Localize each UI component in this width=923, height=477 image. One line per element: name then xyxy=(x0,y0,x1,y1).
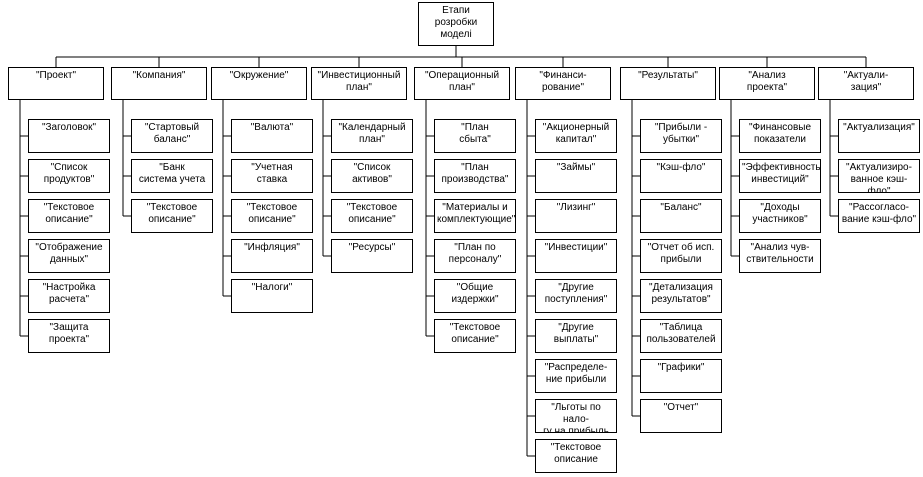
item-node: "Лизинг" xyxy=(535,199,617,233)
column-header: "Окружение" xyxy=(211,67,307,100)
item-node: "Общие издержки" xyxy=(434,279,516,313)
item-node: "Текстовое описание" xyxy=(231,199,313,233)
item-node: "Акционерный капитал" xyxy=(535,119,617,153)
item-node: "Другие выплаты" xyxy=(535,319,617,353)
item-node: "Инфляция" xyxy=(231,239,313,273)
item-node: "Защита проекта" xyxy=(28,319,110,353)
item-node: "Стартовый баланс" xyxy=(131,119,213,153)
item-node: "Другие поступления" xyxy=(535,279,617,313)
item-node: "Эффективность инвестиций" xyxy=(739,159,821,193)
item-node: "Графики" xyxy=(640,359,722,393)
item-node: "Детализация результатов" xyxy=(640,279,722,313)
item-node: "Инвестиции" xyxy=(535,239,617,273)
column-header: "Финанси- рование" xyxy=(515,67,611,100)
item-node: "Кэш-фло" xyxy=(640,159,722,193)
item-node: "Таблица пользователей xyxy=(640,319,722,353)
item-node: "Льготы по нало- гу на прибыль xyxy=(535,399,617,433)
item-node: "Текстовое описание" xyxy=(331,199,413,233)
item-node: "Актуализиро- ванное кэш-фло" xyxy=(838,159,920,193)
item-node: "Прибыли - убытки" xyxy=(640,119,722,153)
item-node: "Анализ чув- ствительности xyxy=(739,239,821,273)
item-node: "Текстовое описание" xyxy=(131,199,213,233)
item-node: "Текстовое описание" xyxy=(28,199,110,233)
item-node: "Календарный план" xyxy=(331,119,413,153)
item-node: "Отчет" xyxy=(640,399,722,433)
item-node: "Настройка расчета" xyxy=(28,279,110,313)
item-node: "Учетная ставка xyxy=(231,159,313,193)
item-node: "Рассогласо- вание кэш-фло" xyxy=(838,199,920,233)
column-header: "Компания" xyxy=(111,67,207,100)
item-node: "План сбыта" xyxy=(434,119,516,153)
item-node: "Отображение данных" xyxy=(28,239,110,273)
item-node: "Налоги" xyxy=(231,279,313,313)
item-node: "План по персоналу" xyxy=(434,239,516,273)
item-node: "Текстовое описание xyxy=(535,439,617,473)
item-node: "Финансовые показатели xyxy=(739,119,821,153)
column-header: "Операционный план" xyxy=(414,67,510,100)
item-node: "Материалы и комплектующие" xyxy=(434,199,516,233)
item-node: "Отчет об исп. прибыли xyxy=(640,239,722,273)
item-node: "Текстовое описание" xyxy=(434,319,516,353)
item-node: "Актуализация" xyxy=(838,119,920,153)
item-node: "Доходы участников" xyxy=(739,199,821,233)
column-header: "Результаты" xyxy=(620,67,716,100)
item-node: "Список активов" xyxy=(331,159,413,193)
item-node: "Список продуктов" xyxy=(28,159,110,193)
item-node: "Распределе- ние прибыли xyxy=(535,359,617,393)
item-node: "Валюта" xyxy=(231,119,313,153)
item-node: "План производства" xyxy=(434,159,516,193)
column-header: "Инвестиционный план" xyxy=(311,67,407,100)
root-node: Етапи розробки моделі xyxy=(418,2,494,46)
item-node: "Займы" xyxy=(535,159,617,193)
column-header: "Проект" xyxy=(8,67,104,100)
item-node: "Баланс" xyxy=(640,199,722,233)
item-node: "Ресурсы" xyxy=(331,239,413,273)
column-header: "Актуали- зация" xyxy=(818,67,914,100)
item-node: "Банк система учета xyxy=(131,159,213,193)
item-node: "Заголовок" xyxy=(28,119,110,153)
column-header: "Анализ проекта" xyxy=(719,67,815,100)
